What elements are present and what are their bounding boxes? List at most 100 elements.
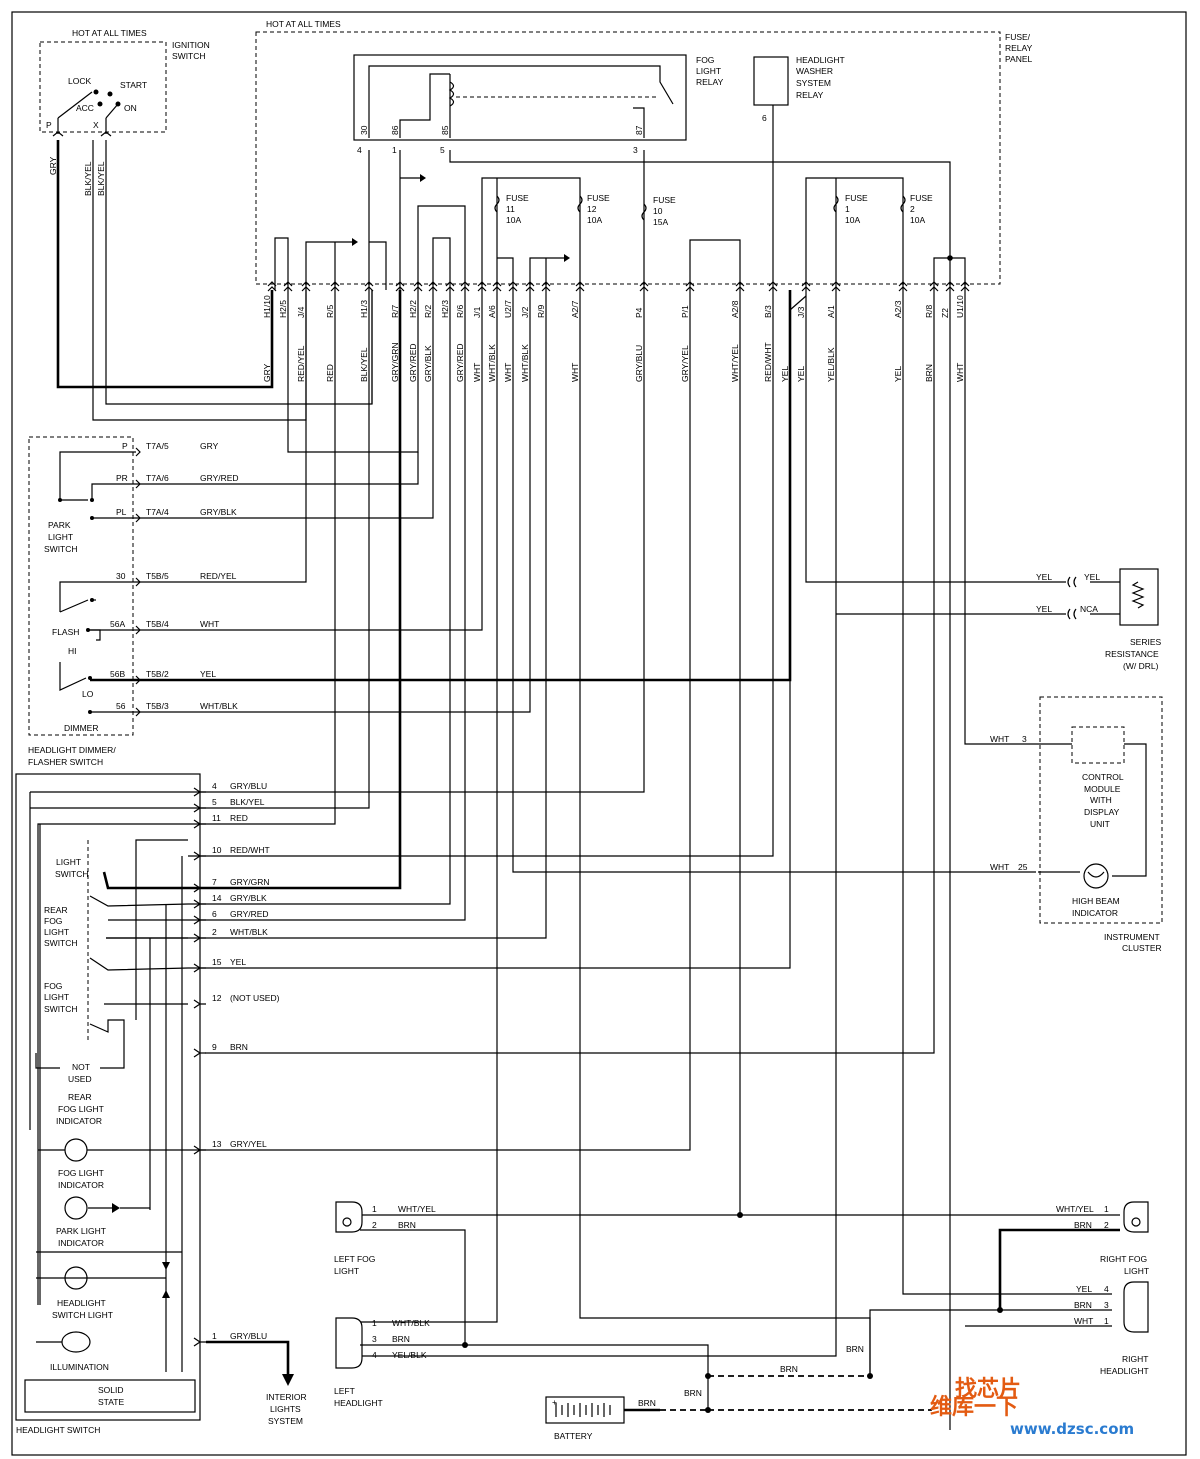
hs-pin-wire: GRY/YEL — [230, 1139, 267, 1149]
wire-color-label: GRY/RED — [455, 343, 465, 382]
svg-text:PARK LIGHT: PARK LIGHT — [56, 1226, 106, 1236]
svg-text:4: 4 — [1104, 1284, 1109, 1294]
svg-text:10A: 10A — [506, 215, 521, 225]
svg-text:FUSE: FUSE — [845, 193, 868, 203]
terminal-label: P4 — [634, 307, 644, 318]
dimmer-pin: PR — [116, 473, 128, 483]
svg-text:HEADLIGHT SWITCH: HEADLIGHT SWITCH — [16, 1425, 100, 1435]
terminal-label: Z2 — [940, 308, 950, 318]
svg-text:FOG: FOG — [44, 916, 62, 926]
washer-relay-label-2: WASHER — [796, 66, 833, 76]
hs-pin-wire: GRY/BLU — [230, 1331, 267, 1341]
svg-text:YEL: YEL — [1036, 572, 1052, 582]
svg-text:FUSE: FUSE — [506, 193, 529, 203]
terminal-label: J/1 — [472, 306, 482, 318]
hs-pin-wire: YEL — [230, 957, 246, 967]
svg-text:15A: 15A — [653, 217, 668, 227]
svg-text:LIGHT: LIGHT — [1124, 1266, 1149, 1276]
series-resistance: YEL YEL YEL NCA SERIES RESISTANCE (W/ DR… — [1036, 568, 1162, 671]
ign-wire-gry: GRY — [48, 156, 58, 175]
dimmer-connector: T7A/5 — [146, 441, 169, 451]
svg-text:SWITCH: SWITCH — [44, 1004, 78, 1014]
terminal-label: H2/2 — [408, 300, 418, 318]
ignition-start: START — [120, 80, 147, 90]
dimmer-flasher-switch: HEADLIGHT DIMMER/ FLASHER SWITCH PARK LI… — [28, 436, 239, 767]
wire-color-label: YEL — [796, 366, 806, 382]
washer-relay — [753, 56, 789, 106]
svg-text:YEL: YEL — [1076, 1284, 1092, 1294]
hs-pin-wire: RED — [230, 813, 248, 823]
hs-pin-wire: BRN — [230, 1042, 248, 1052]
svg-text:INTERIOR: INTERIOR — [266, 1392, 307, 1402]
wire-color-label: RED/WHT — [763, 342, 773, 382]
wire-color-label: YEL — [893, 366, 903, 382]
wire-color-label: WHT/BLK — [487, 344, 497, 382]
wire-color-label: GRY/GRN — [390, 342, 400, 382]
svg-text:FUSE: FUSE — [910, 193, 933, 203]
relay-pin-85: 85 — [440, 125, 450, 135]
wire-color-label: GRY/RED — [408, 343, 418, 382]
headlight-switch: SOLID STATE HEADLIGHT SWITCH LIGHT SWITC… — [15, 773, 307, 1435]
svg-text:RIGHT FOG: RIGHT FOG — [1100, 1254, 1147, 1264]
svg-text:INDICATOR: INDICATOR — [58, 1238, 104, 1248]
terminal-label: B/3 — [763, 305, 773, 318]
ign-wire-blkyel-1: BLK/YEL — [83, 161, 93, 196]
dimmer-wire: YEL — [200, 669, 216, 679]
terminal-label: H1/3 — [359, 300, 369, 318]
svg-text:REAR: REAR — [44, 905, 68, 915]
svg-text:HEADLIGHT: HEADLIGHT — [1100, 1366, 1149, 1376]
dimmer-pin: PL — [116, 507, 127, 517]
svg-text:WHT/BLK: WHT/BLK — [392, 1318, 430, 1328]
terminal-label: A/6 — [487, 305, 497, 318]
wire-color-label: YEL — [780, 366, 790, 382]
terminal-label: R/9 — [536, 305, 546, 319]
fuse-1: FUSE 1 10A — [833, 193, 868, 225]
hs-pin-number: 1 — [212, 1331, 217, 1341]
hs-pin-number: 5 — [212, 797, 217, 807]
hs-pin-number: 11 — [212, 813, 221, 823]
ignition-lock: LOCK — [68, 76, 91, 86]
panel-title-3: PANEL — [1005, 54, 1033, 64]
svg-text:SWITCH LIGHT: SWITCH LIGHT — [52, 1310, 113, 1320]
svg-text:YEL: YEL — [1036, 604, 1052, 614]
ignition-x: X — [93, 120, 99, 130]
right-fog-light: 1 2 WHT/YEL BRN RIGHT FOG LIGHT — [998, 1201, 1149, 1310]
wire-color-label: WHT/BLK — [520, 344, 530, 382]
relay-num-1: 1 — [392, 145, 397, 155]
fog-light-relay — [353, 54, 687, 141]
ignition-p: P — [46, 120, 52, 130]
svg-text:1: 1 — [372, 1204, 377, 1214]
terminal-label: P/1 — [680, 305, 690, 318]
svg-text:BRN: BRN — [846, 1344, 864, 1354]
svg-text:1: 1 — [1104, 1204, 1109, 1214]
fuse-2: FUSE 2 10A — [900, 193, 933, 225]
svg-text:BRN: BRN — [1074, 1220, 1092, 1230]
wire-color-label: GRY/BLU — [634, 345, 644, 382]
hs-pin-number: 14 — [212, 893, 222, 903]
wire-color-label: RED — [325, 364, 335, 382]
dimmer-connector: T5B/5 — [146, 571, 169, 581]
relay-num-4: 4 — [357, 145, 362, 155]
svg-text:1: 1 — [372, 1318, 377, 1328]
battery-ground: + BRN BRN BRN BRN BATTERY — [545, 1344, 932, 1441]
dimmer-pin: 56A — [110, 619, 125, 629]
hs-pin-number: 10 — [212, 845, 222, 855]
ignition-on: ON — [124, 103, 137, 113]
svg-text:USED: USED — [68, 1074, 92, 1084]
svg-text:BRN: BRN — [1074, 1300, 1092, 1310]
terminal-label: J/3 — [796, 306, 806, 318]
battery-icon — [545, 1396, 625, 1424]
panel-title-2: RELAY — [1005, 43, 1033, 53]
svg-text:3: 3 — [1022, 734, 1027, 744]
svg-text:SWITCH: SWITCH — [44, 544, 78, 554]
wire-color-label: WHT — [472, 363, 482, 382]
svg-text:INDICATOR: INDICATOR — [58, 1180, 104, 1190]
hs-pin-number: 15 — [212, 957, 222, 967]
dimmer-connector: T7A/4 — [146, 507, 169, 517]
washer-relay-label-3: SYSTEM — [796, 78, 831, 88]
svg-text:SWITCH: SWITCH — [44, 938, 78, 948]
svg-text:NCA: NCA — [1080, 604, 1098, 614]
dimmer-wire: RED/YEL — [200, 571, 237, 581]
terminal-label: A2/8 — [730, 300, 740, 318]
